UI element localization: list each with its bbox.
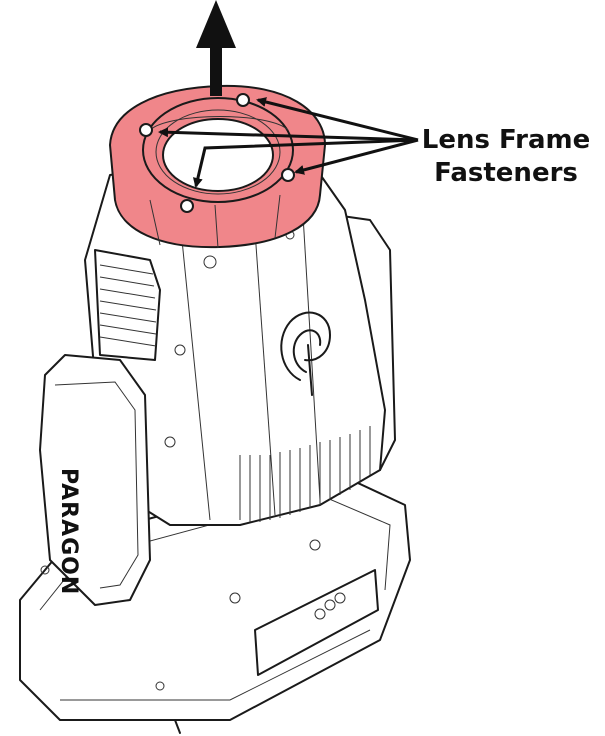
lens-frame [108,84,327,249]
fixture-head [84,159,386,526]
arrow-up-icon [196,0,236,96]
fastener-1 [236,93,250,107]
cooling-fins [239,426,371,522]
fastener-2 [139,123,153,137]
yoke-arm-left: PARAGON [39,354,151,606]
callout-line-1: Lens Frame [422,125,590,155]
fastener-3 [281,168,295,182]
side-vent-grille [94,249,161,361]
fastener-4 [180,199,194,213]
logo-mark [280,311,331,396]
callout-line-2: Fasteners [434,158,578,188]
callout-leaders [158,97,419,188]
brand-label: PARAGON [56,468,81,595]
